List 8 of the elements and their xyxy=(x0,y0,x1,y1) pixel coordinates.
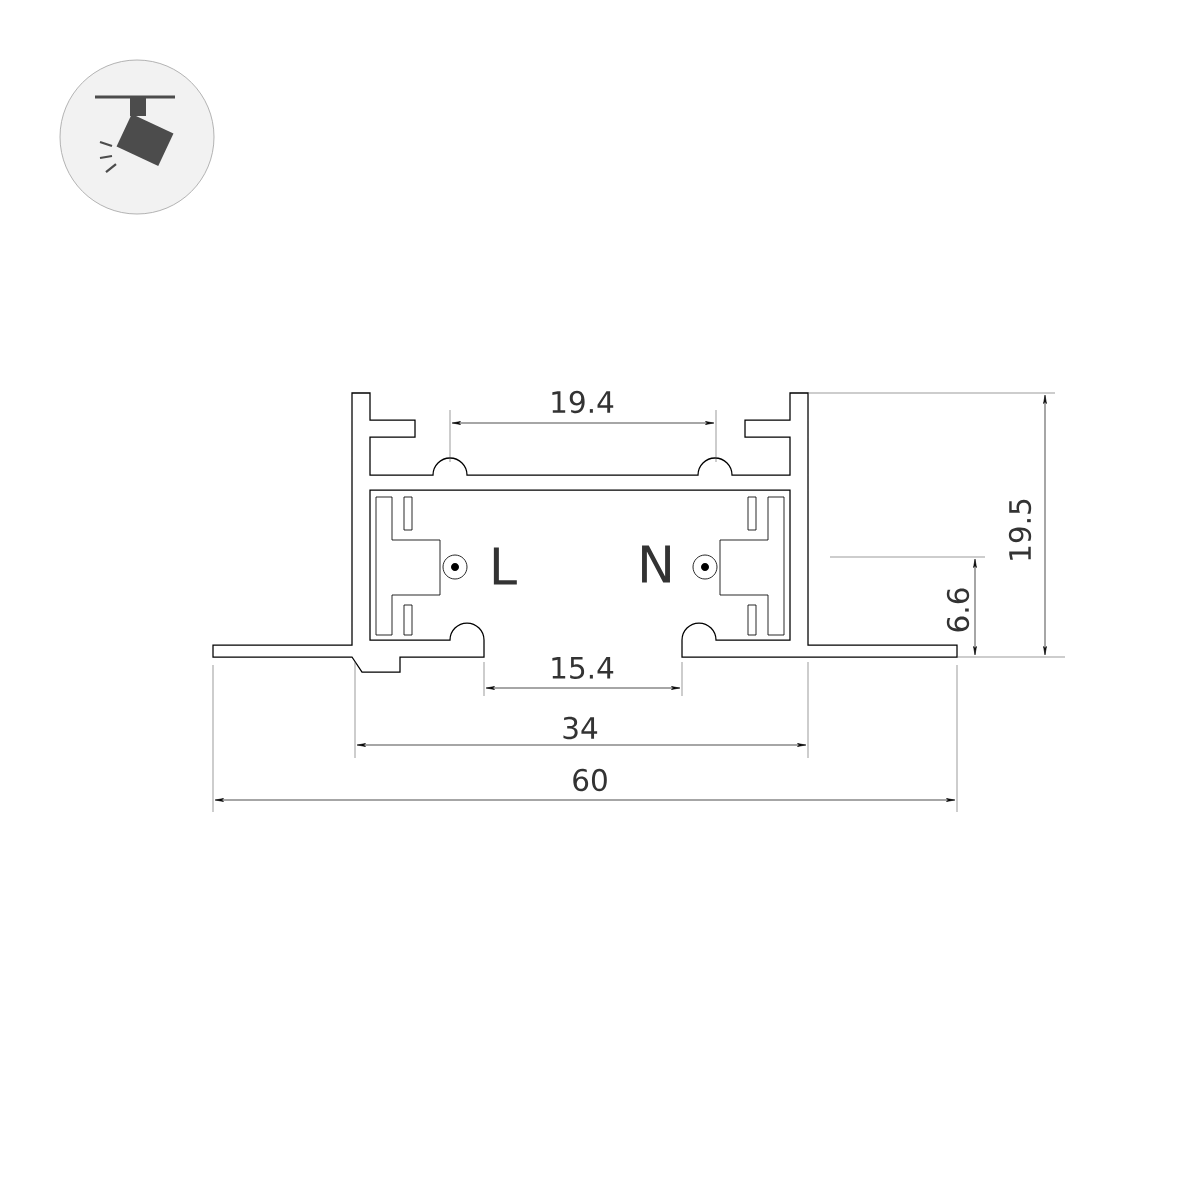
wire-label: L xyxy=(493,547,517,585)
dimension-label: 60 xyxy=(573,768,607,792)
dimension-label: 19.4 xyxy=(552,390,614,414)
dimension-label: 15.4 xyxy=(552,657,614,679)
dimension-label: 19.5 xyxy=(1008,499,1032,560)
wire-label: N xyxy=(642,545,670,583)
dimension-label: 34 xyxy=(563,716,598,740)
dimension-label: 6.6 xyxy=(946,588,970,632)
